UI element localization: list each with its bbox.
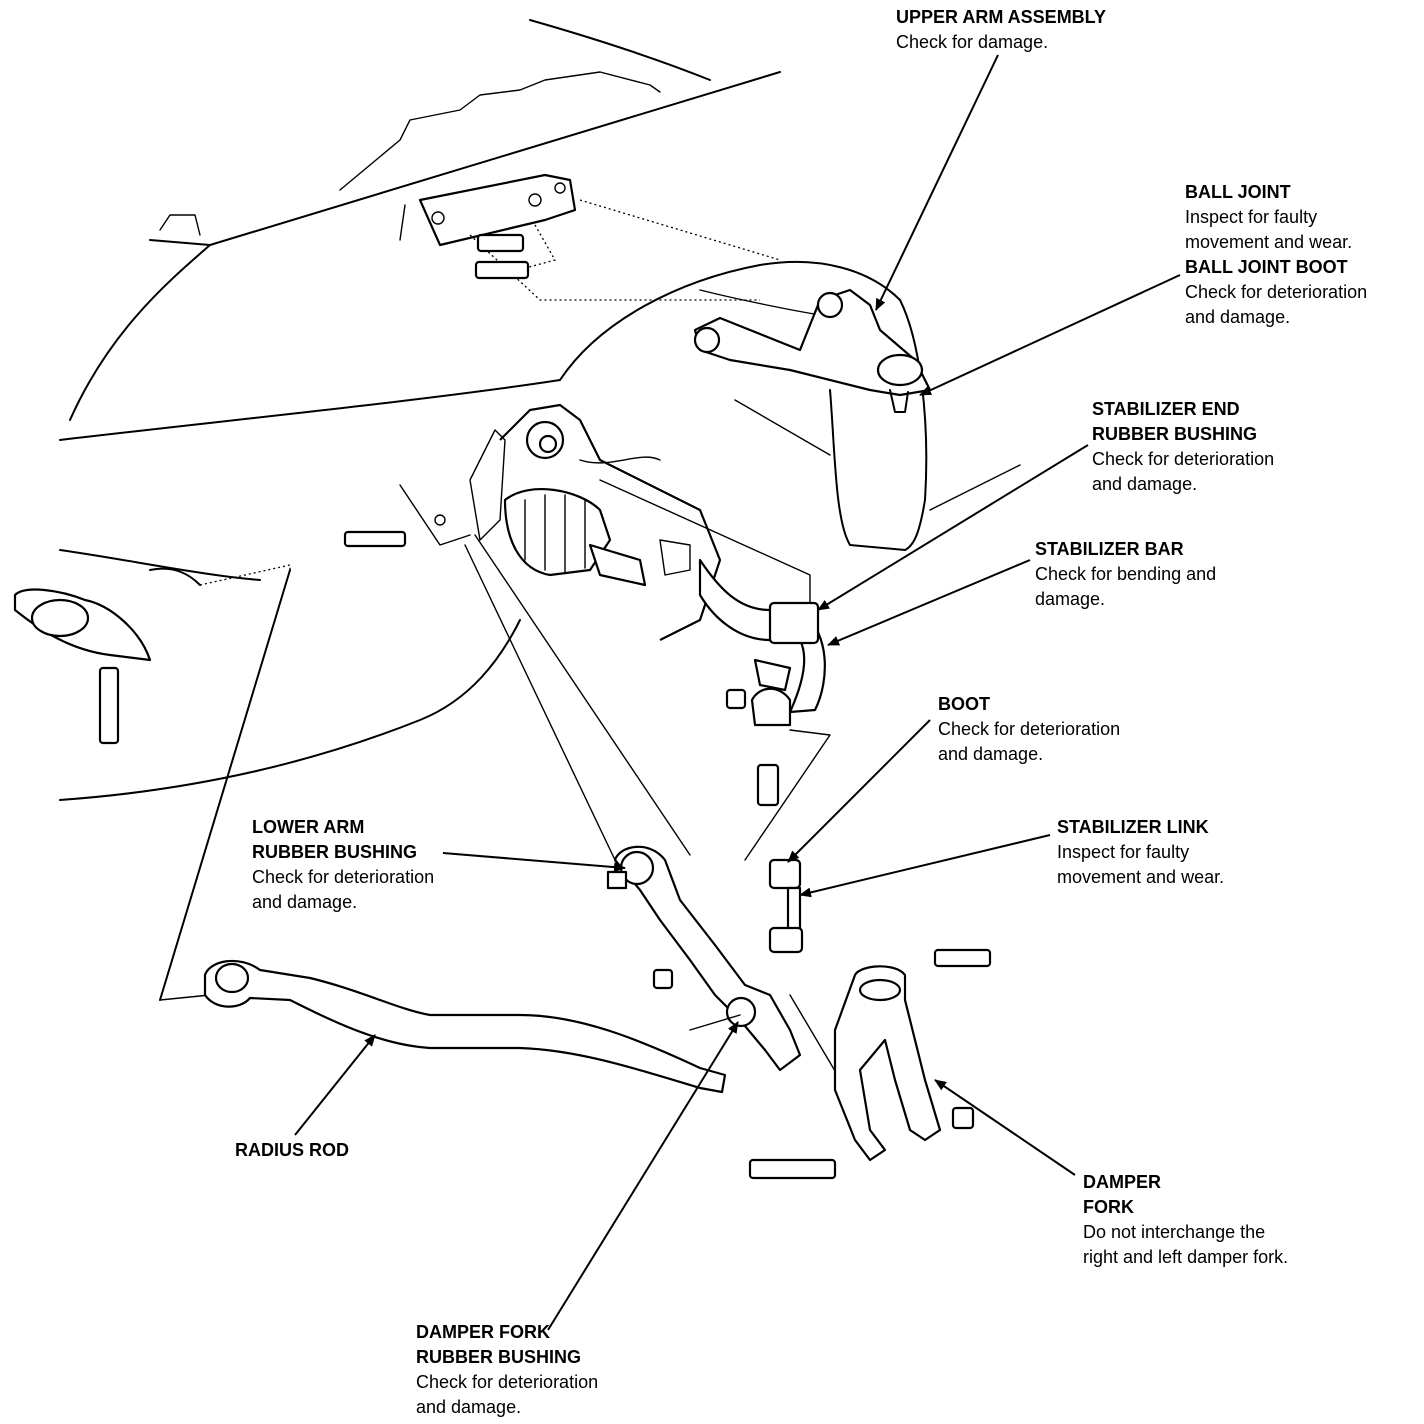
stabilizer-bar-assembly [698, 558, 831, 861]
callout-stabilizer-end-bushing: STABILIZER END RUBBER BUSHING Check for … [1092, 397, 1274, 497]
upper-arm-title: UPPER ARM ASSEMBLY [896, 7, 1107, 27]
radius-rod [203, 959, 727, 1094]
callout-ball-joint: BALL JOINT Inspect for faulty movement a… [1185, 180, 1367, 330]
damper-fork-note-line-1: Do not interchange the [1083, 1222, 1266, 1242]
damper-fork [748, 948, 992, 1180]
upper-arm-assembly [693, 288, 932, 413]
left-subframe-mount [13, 588, 152, 745]
ball-joint-boot-note-line-2: and damage. [1185, 307, 1291, 327]
stabilizer-bar-note-line-2: damage. [1035, 589, 1106, 609]
stabilizer-end-title-line-1: STABILIZER END [1092, 399, 1240, 419]
stabilizer-link-note-line-2: movement and wear. [1057, 867, 1225, 887]
damper-fork-note-line-2: right and left damper fork. [1083, 1247, 1289, 1267]
damper-fork-bushing-title-line-1: DAMPER FORK [416, 1322, 550, 1342]
stabilizer-end-note-line-1: Check for deterioration [1092, 449, 1275, 469]
ball-joint-boot-note-line-1: Check for deterioration [1185, 282, 1368, 302]
stabilizer-bar-title: STABILIZER BAR [1035, 539, 1184, 559]
damper-fork-title-line-1: DAMPER [1083, 1172, 1162, 1192]
upper-arm-note: Check for damage. [896, 32, 1049, 52]
stabilizer-link-note-line-1: Inspect for faulty [1057, 842, 1190, 862]
damper-fork-bushing-note-line-1: Check for deterioration [416, 1372, 599, 1392]
lower-arm-note-line-1: Check for deterioration [252, 867, 435, 887]
stabilizer-end-note-line-2: and damage. [1092, 474, 1198, 494]
callout-boot: BOOT Check for deterioration and damage. [938, 692, 1120, 767]
lower-arm-title-line-2: RUBBER BUSHING [252, 842, 418, 862]
stabilizer-bar-note-line-1: Check for bending and [1035, 564, 1217, 584]
ball-joint-boot-title: BALL JOINT BOOT [1185, 257, 1348, 277]
lower-arm-title-line-1: LOWER ARM [252, 817, 365, 837]
damper-fork-title-line-2: FORK [1083, 1197, 1134, 1217]
boot-title: BOOT [938, 694, 990, 714]
callout-damper-fork-bushing: DAMPER FORK RUBBER BUSHING Check for det… [416, 1320, 598, 1420]
callout-lower-arm-bushing: LOWER ARM RUBBER BUSHING Check for deter… [252, 815, 434, 915]
boot-note-line-1: Check for deterioration [938, 719, 1121, 739]
lower-arm-note-line-2: and damage. [252, 892, 358, 912]
callout-stabilizer-bar: STABILIZER BAR Check for bending and dam… [1035, 537, 1216, 612]
damper-fork-bushing-note-line-2: and damage. [416, 1397, 522, 1417]
lower-arm [464, 534, 871, 1131]
upper-mount-bracket [399, 173, 781, 301]
stabilizer-end-title-line-2: RUBBER BUSHING [1092, 424, 1258, 444]
ball-joint-title: BALL JOINT [1185, 182, 1291, 202]
callout-stabilizer-link: STABILIZER LINK Inspect for faulty movem… [1057, 815, 1224, 890]
ball-joint-note-line-2: movement and wear. [1185, 232, 1353, 252]
vehicle-body-outline [59, 19, 1021, 1001]
stabilizer-link [768, 858, 804, 954]
radius-rod-title: RADIUS ROD [235, 1140, 350, 1160]
ball-joint-note-line-1: Inspect for faulty [1185, 207, 1318, 227]
damper-fork-bushing-title-line-2: RUBBER BUSHING [416, 1347, 582, 1367]
leader-arrows [294, 54, 1181, 1331]
stabilizer-link-title: STABILIZER LINK [1057, 817, 1209, 837]
knuckle-and-driveshaft [343, 403, 811, 641]
callout-upper-arm-assembly: UPPER ARM ASSEMBLY Check for damage. [896, 5, 1106, 55]
callout-radius-rod: RADIUS ROD [235, 1138, 349, 1163]
callout-damper-fork: DAMPER FORK Do not interchange the right… [1083, 1170, 1288, 1270]
boot-note-line-2: and damage. [938, 744, 1044, 764]
